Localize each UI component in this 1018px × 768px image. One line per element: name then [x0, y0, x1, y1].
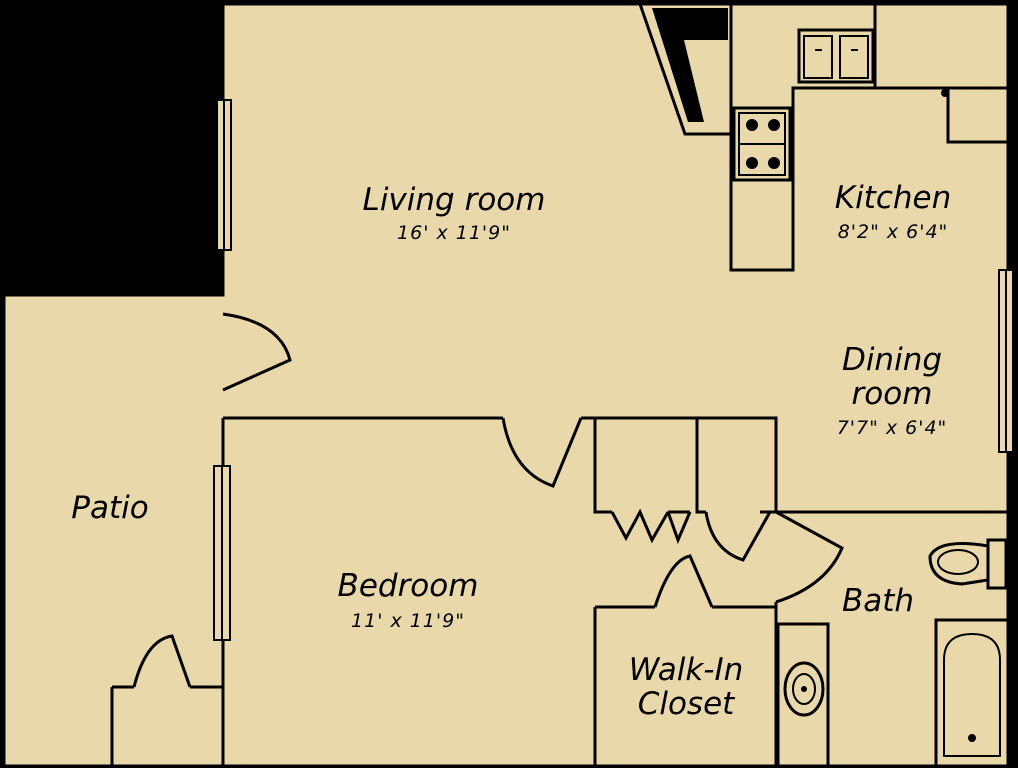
- patio-name: Patio: [71, 490, 148, 526]
- door-icon: [501, 417, 583, 488]
- fridge-icon: [941, 89, 949, 97]
- living-room-name: Living room: [363, 182, 546, 218]
- toilet-icon: [928, 538, 1008, 590]
- window-icon: [998, 269, 1014, 453]
- window-icon: [216, 99, 232, 251]
- bedroom-label: Bedroom 11' x 11'9": [338, 568, 479, 632]
- bathtub-icon: [934, 618, 1010, 768]
- door-icon: [132, 634, 192, 688]
- door-icon: [610, 508, 692, 545]
- bath-name: Bath: [842, 583, 914, 619]
- dining-room-label: Dining room 7'7" x 6'4": [837, 342, 948, 439]
- door-icon: [653, 554, 714, 608]
- dining-room-name-line1: Dining: [842, 342, 942, 378]
- floor-area: [4, 4, 1008, 766]
- stove-icon: [732, 106, 792, 182]
- patio-label: Patio: [71, 490, 148, 526]
- door-icon: [704, 511, 772, 562]
- fireplace-icon: [637, 2, 733, 136]
- sink-icon: [797, 28, 875, 84]
- dining-room-name-line2: room: [852, 376, 933, 412]
- interior-walls: [110, 4, 1008, 766]
- closet-name-line2: Closet: [638, 686, 736, 722]
- living-room-dimensions: 16' x 11'9": [397, 222, 511, 244]
- closet-name-line1: Walk-In: [629, 652, 744, 688]
- kitchen-label: Kitchen 8'2" x 6'4": [835, 180, 952, 243]
- dining-room-dimensions: 7'7" x 6'4": [837, 417, 948, 439]
- sink-icon: [776, 622, 830, 768]
- window-icon: [213, 465, 231, 641]
- bedroom-name: Bedroom: [338, 568, 479, 604]
- kitchen-name: Kitchen: [835, 180, 952, 216]
- living-room-label: Living room 16' x 11'9": [363, 182, 546, 244]
- door-icon: [775, 510, 844, 604]
- bedroom-dimensions: 11' x 11'9": [351, 610, 465, 632]
- kitchen-dimensions: 8'2" x 6'4": [838, 221, 949, 243]
- closet-label: Walk-In Closet: [629, 652, 744, 722]
- bath-label: Bath: [842, 583, 914, 619]
- door-icon: [222, 312, 292, 392]
